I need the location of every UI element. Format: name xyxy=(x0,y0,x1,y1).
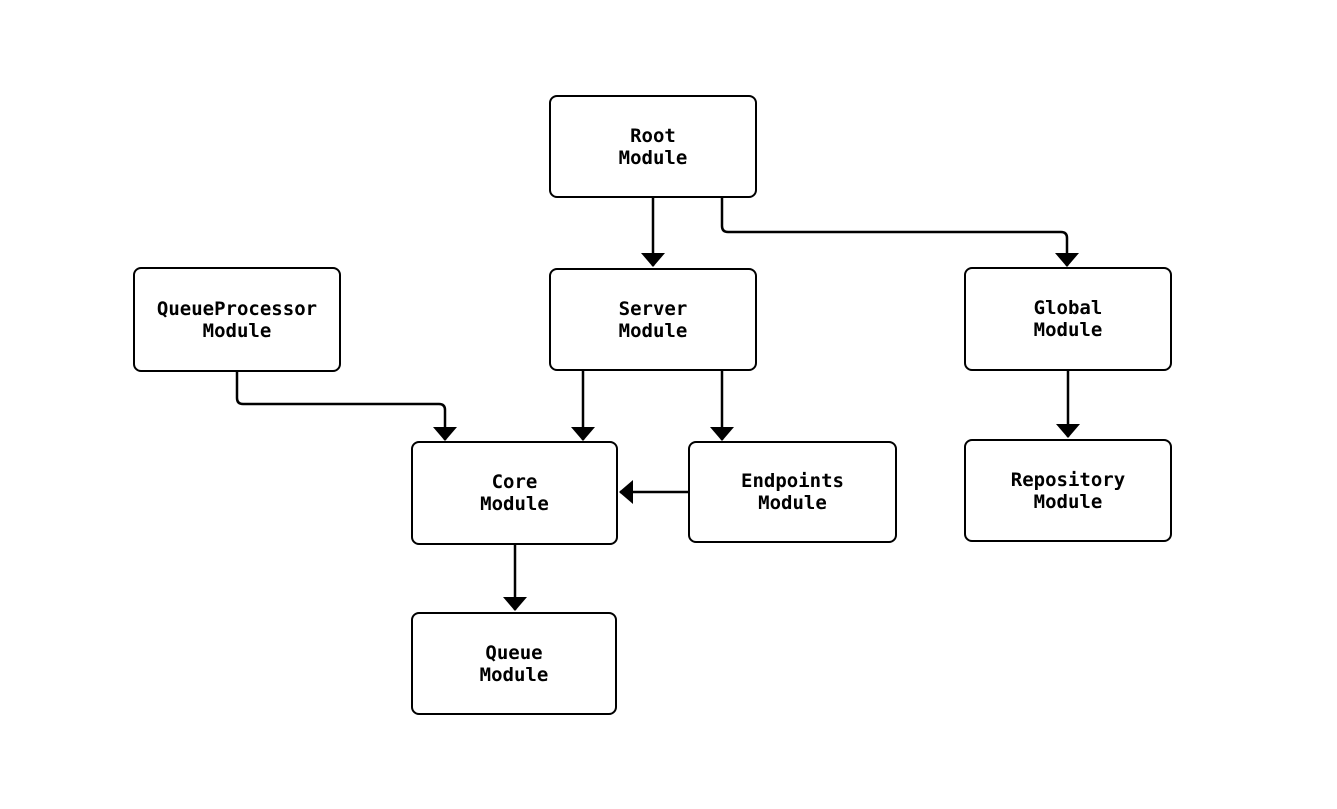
node-queue-module: Queue Module xyxy=(411,612,617,715)
node-queue-module-label: Queue Module xyxy=(479,641,549,686)
edge-queueprocessor-core xyxy=(235,372,457,441)
node-root-module: Root Module xyxy=(549,95,757,198)
node-server-module: Server Module xyxy=(549,268,757,371)
node-server-module-label: Server Module xyxy=(618,297,688,342)
node-core-module: Core Module xyxy=(411,441,618,545)
edge-root-global xyxy=(720,198,1079,267)
node-global-module: Global Module xyxy=(964,267,1172,371)
node-endpoints-module-label: Endpoints Module xyxy=(741,470,844,514)
node-repository-module-label: Repository Module xyxy=(1010,468,1126,513)
node-core-module-label: Core Module xyxy=(480,471,549,515)
node-root-module-label: Root Module xyxy=(618,124,688,169)
node-global-module-label: Global Module xyxy=(1033,297,1103,341)
node-queueprocessor-module-label: QueueProcessor Module xyxy=(156,297,318,342)
node-queueprocessor-module: QueueProcessor Module xyxy=(133,267,341,372)
node-repository-module: Repository Module xyxy=(964,439,1172,542)
node-endpoints-module: Endpoints Module xyxy=(688,441,897,543)
